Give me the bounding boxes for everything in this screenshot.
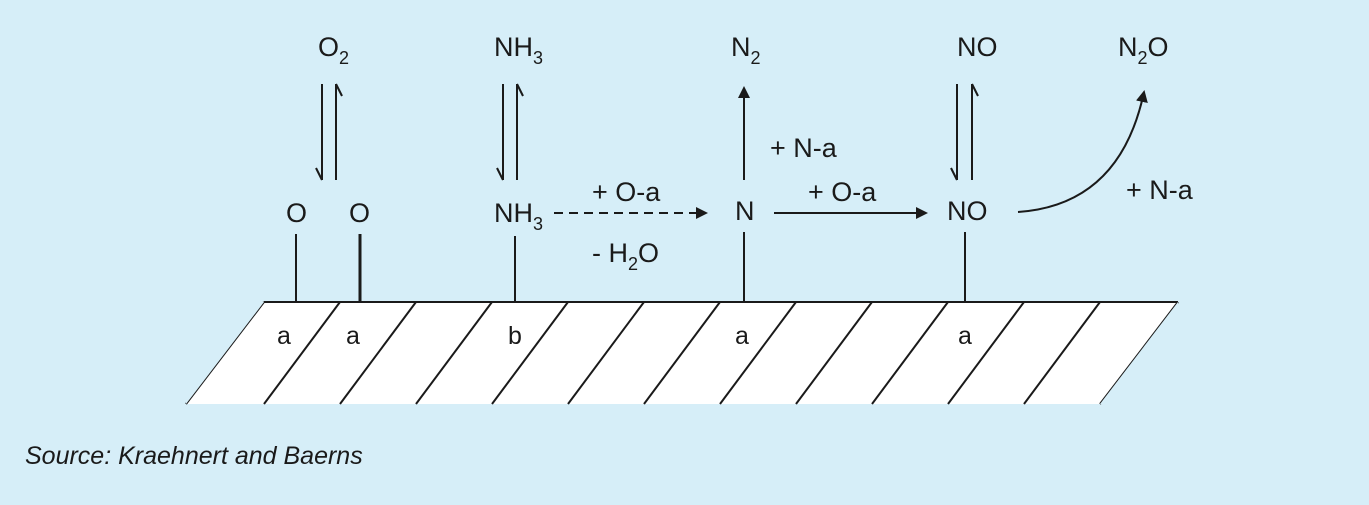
reaction-label-nh3-top: + O-a: [592, 177, 661, 207]
reaction-label-nh3-bottom: - H2O: [592, 238, 659, 274]
site-label-4: a: [735, 322, 749, 350]
adsorption-bonds: [295, 232, 966, 302]
nh3-adsorption-equilibrium: [496, 83, 524, 181]
source-caption: Source: Kraehnert and Baerns: [25, 442, 363, 470]
reaction-label-n-to-no: + O-a: [808, 177, 877, 207]
species-o-ads-2: O: [349, 198, 370, 228]
site-label-2: a: [346, 322, 360, 350]
species-o-ads-1: O: [286, 198, 307, 228]
site-label-3: b: [508, 322, 522, 350]
site-label-5: a: [958, 322, 972, 350]
species-nh3-ads: NH3: [494, 198, 543, 234]
no-to-n2o-arrow: [1017, 90, 1148, 213]
species-n-ads: N: [735, 196, 755, 226]
species-no-ads: NO: [947, 196, 988, 226]
no-adsorption-equilibrium: [950, 83, 979, 181]
species-n2o: N2O: [1118, 32, 1169, 68]
reaction-label-n-to-n2: + N-a: [770, 133, 838, 163]
species-nh3-gas: NH3: [494, 32, 543, 68]
site-label-1: a: [277, 322, 291, 350]
species-n2: N2: [731, 32, 761, 68]
reaction-label-no-to-n2o: + N-a: [1126, 175, 1194, 205]
o2-adsorption-equilibrium: [315, 83, 343, 181]
species-no-gas: NO: [957, 32, 998, 62]
catalyst-surface: [185, 301, 1179, 405]
species-o2: O2: [318, 32, 349, 68]
